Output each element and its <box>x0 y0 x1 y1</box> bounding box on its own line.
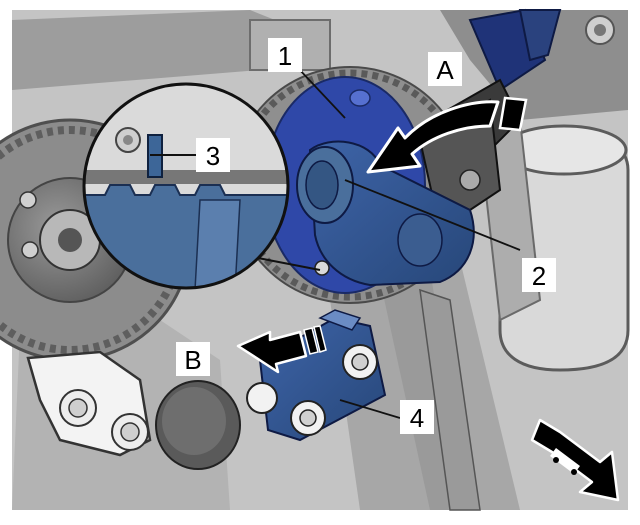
callout-1: 1 <box>268 38 302 72</box>
chain-guide <box>419 288 481 511</box>
callout-3: 3 <box>196 138 230 172</box>
callout-a: A <box>428 52 462 86</box>
timing-bracket <box>26 350 152 457</box>
callout-2: 2 <box>522 258 556 292</box>
engine-background-details <box>12 10 630 510</box>
callout-b: B <box>176 342 210 376</box>
car-direction-icon <box>530 418 620 502</box>
svg-text:4: 4 <box>410 403 424 433</box>
svg-text:3: 3 <box>206 141 220 171</box>
leader-lines <box>297 67 521 419</box>
svg-text:1: 1 <box>278 41 292 71</box>
svg-text:A: A <box>436 55 454 85</box>
callout-4: 4 <box>400 400 434 434</box>
socket-tool <box>296 140 475 287</box>
svg-text:B: B <box>184 345 201 375</box>
curved-arrow-icon <box>366 96 528 174</box>
svg-text:2: 2 <box>532 261 546 291</box>
sealing-plug <box>155 380 241 470</box>
straight-arrow-icon <box>236 325 327 374</box>
